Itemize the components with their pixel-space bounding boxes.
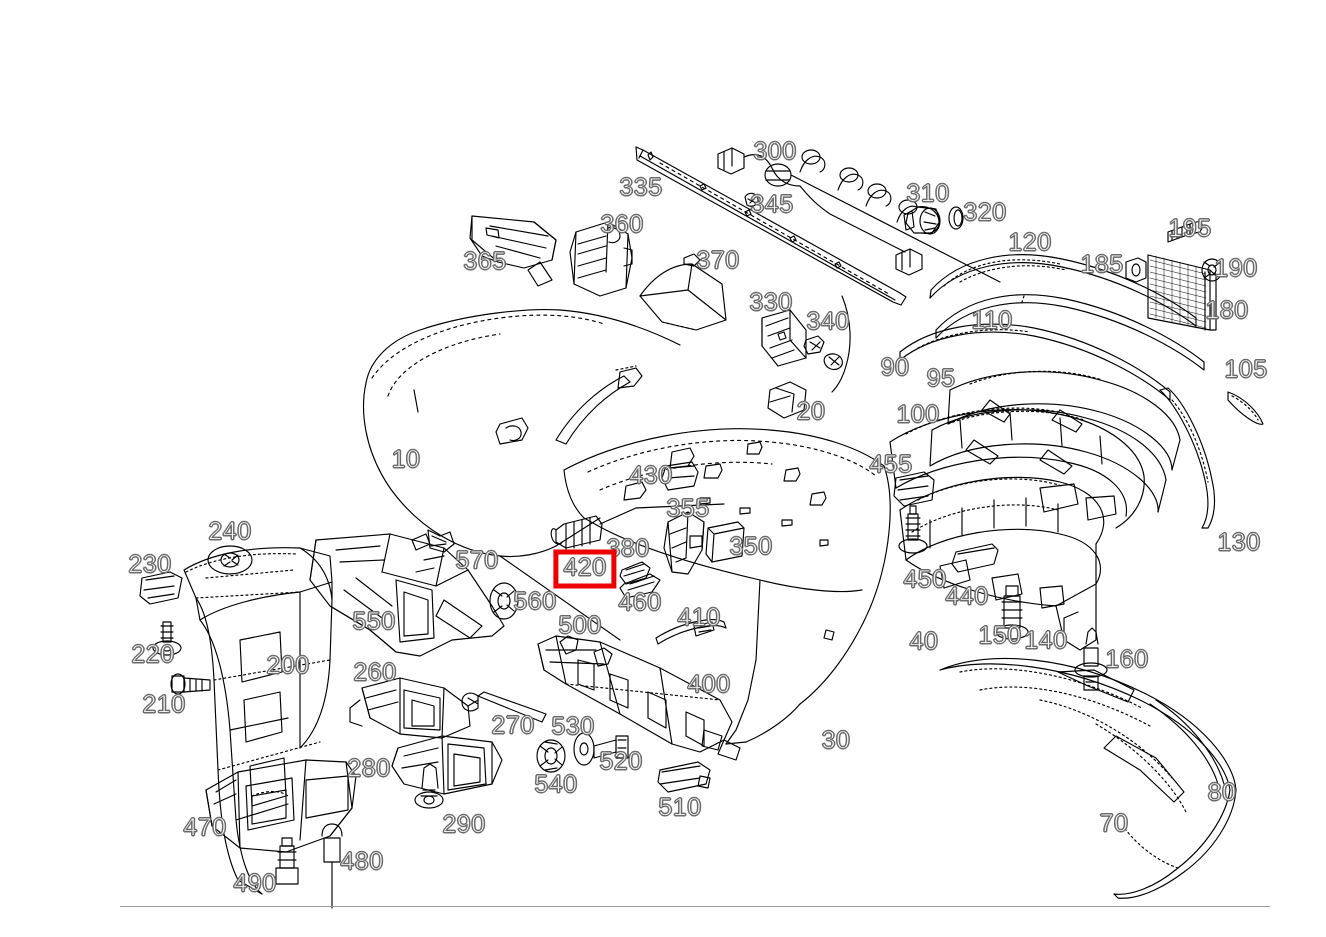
part-callout-210[interactable]: 210 (142, 690, 186, 719)
part-callout-470[interactable]: 470 (183, 813, 227, 842)
part-callout-95[interactable]: 95 (926, 364, 956, 393)
part-callout-345[interactable]: 345 (750, 190, 794, 219)
part-callout-260[interactable]: 260 (353, 658, 397, 687)
part-callout-490[interactable]: 490 (233, 869, 277, 898)
part-callout-520[interactable]: 520 (599, 747, 643, 776)
part-callout-10[interactable]: 10 (391, 445, 421, 474)
part-callout-455[interactable]: 455 (869, 450, 913, 479)
part-callout-360[interactable]: 360 (600, 210, 644, 239)
footer-divider (120, 906, 1270, 907)
part-callout-480[interactable]: 480 (340, 847, 384, 876)
part-callout-400[interactable]: 400 (687, 670, 731, 699)
part-callout-90[interactable]: 90 (880, 353, 910, 382)
part-callout-320[interactable]: 320 (963, 198, 1007, 227)
part-callout-230[interactable]: 230 (128, 550, 172, 579)
part-callout-500[interactable]: 500 (558, 611, 602, 640)
part-callout-340[interactable]: 340 (806, 307, 850, 336)
part-callout-410[interactable]: 410 (677, 603, 721, 632)
part-callout-530[interactable]: 530 (551, 712, 595, 741)
part-callout-20[interactable]: 20 (796, 397, 826, 426)
part-callout-420[interactable]: 420 (553, 549, 617, 589)
part-callout-290[interactable]: 290 (442, 810, 486, 839)
part-callout-30[interactable]: 30 (821, 726, 851, 755)
part-callout-460[interactable]: 460 (618, 588, 662, 617)
part-callout-180[interactable]: 180 (1205, 296, 1249, 325)
part-callout-350[interactable]: 350 (729, 532, 773, 561)
part-callout-140[interactable]: 140 (1024, 626, 1068, 655)
part-callout-430[interactable]: 430 (629, 461, 673, 490)
part-callout-310[interactable]: 310 (906, 179, 950, 208)
part-callout-300[interactable]: 300 (753, 137, 797, 166)
part-callout-240[interactable]: 240 (208, 517, 252, 546)
part-callout-220[interactable]: 220 (131, 640, 175, 669)
part-callout-70[interactable]: 70 (1099, 809, 1129, 838)
part-callout-365[interactable]: 365 (463, 247, 507, 276)
part-callout-105[interactable]: 105 (1224, 355, 1268, 384)
part-callout-40[interactable]: 40 (909, 627, 939, 656)
part-callout-270[interactable]: 270 (491, 711, 535, 740)
part-callout-120[interactable]: 120 (1008, 228, 1052, 257)
part-callout-110[interactable]: 110 (971, 306, 1013, 335)
part-callout-510[interactable]: 510 (658, 793, 702, 822)
part-callout-200[interactable]: 200 (266, 651, 310, 680)
part-callout-100[interactable]: 100 (896, 400, 940, 429)
part-callout-560[interactable]: 560 (513, 587, 557, 616)
part-callout-185[interactable]: 185 (1080, 250, 1124, 279)
part-callout-335[interactable]: 335 (619, 173, 663, 202)
part-callout-150[interactable]: 150 (978, 621, 1022, 650)
part-callout-80[interactable]: 80 (1207, 778, 1237, 807)
part-callout-130[interactable]: 130 (1217, 528, 1261, 557)
part-callout-160[interactable]: 160 (1105, 645, 1149, 674)
part-callout-280[interactable]: 280 (347, 754, 391, 783)
part-callout-190[interactable]: 190 (1214, 254, 1258, 283)
part-callout-550[interactable]: 550 (352, 607, 396, 636)
part-callout-570[interactable]: 570 (455, 546, 499, 575)
part-callout-370[interactable]: 370 (696, 246, 740, 275)
part-callout-540[interactable]: 540 (534, 770, 578, 799)
part-callout-330[interactable]: 330 (749, 288, 793, 317)
part-callout-355[interactable]: 355 (666, 494, 710, 523)
part-callout-195[interactable]: 195 (1168, 214, 1212, 243)
part-callout-440[interactable]: 440 (945, 582, 989, 611)
part-callout-450[interactable]: 450 (903, 565, 947, 594)
